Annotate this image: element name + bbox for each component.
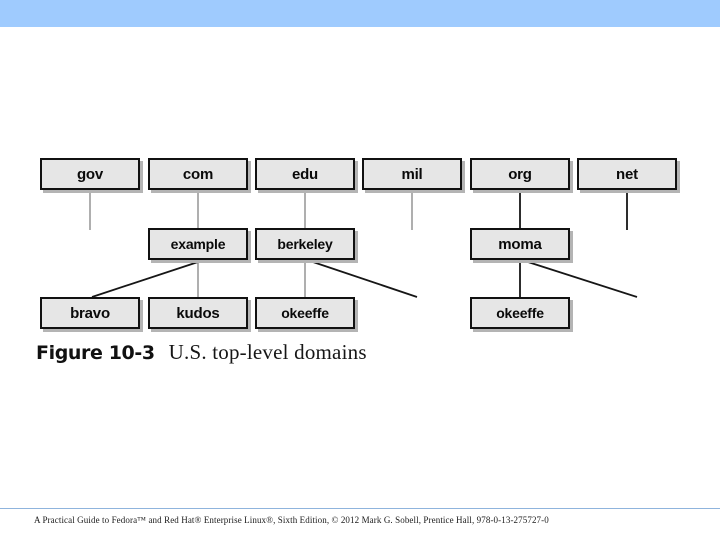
node-okeeffe-berkeley[interactable]: okeeffe	[255, 297, 355, 329]
connector-lines	[89, 190, 638, 299]
node-example[interactable]: example	[148, 228, 248, 260]
node-label: edu	[291, 165, 319, 183]
node-label: com	[182, 165, 214, 183]
node-berkeley[interactable]: berkeley	[255, 228, 355, 260]
edge-example-bravo	[91, 261, 199, 298]
footer-attribution: A Practical Guide to Fedora™ and Red Hat…	[34, 515, 549, 525]
node-org[interactable]: org	[470, 158, 570, 190]
node-label: berkeley	[277, 236, 333, 252]
node-mil[interactable]: mil	[362, 158, 462, 190]
node-okeeffe-moma[interactable]: okeeffe	[470, 297, 570, 329]
node-moma[interactable]: moma	[470, 228, 570, 260]
figure-caption-title: U.S. top-level domains	[168, 340, 367, 364]
node-edu[interactable]: edu	[255, 158, 355, 190]
node-net[interactable]: net	[577, 158, 677, 190]
node-kudos[interactable]: kudos	[148, 297, 248, 329]
node-bravo[interactable]: bravo	[40, 297, 140, 329]
node-label: gov	[76, 165, 104, 183]
node-com[interactable]: com	[148, 158, 248, 190]
node-label: mil	[401, 165, 423, 183]
dns-domain-hierarchy-figure: gov com edu mil org net example berkeley…	[0, 140, 720, 380]
edge-berkeley-branch	[312, 261, 418, 298]
node-label: okeeffe	[496, 305, 544, 321]
figure-caption-label: Figure 10-3	[36, 342, 155, 364]
footer-divider	[0, 508, 720, 509]
node-label: kudos	[176, 304, 220, 322]
figure-caption: Figure 10-3 U.S. top-level domains	[36, 340, 367, 365]
slide-top-band	[0, 0, 720, 27]
node-label: org	[508, 165, 532, 183]
node-label: example	[170, 236, 226, 252]
edge-moma-branch	[527, 261, 638, 298]
node-label: moma	[498, 235, 542, 253]
node-label: bravo	[70, 304, 110, 322]
node-label: okeeffe	[281, 305, 329, 321]
node-label: net	[616, 165, 638, 183]
node-gov[interactable]: gov	[40, 158, 140, 190]
